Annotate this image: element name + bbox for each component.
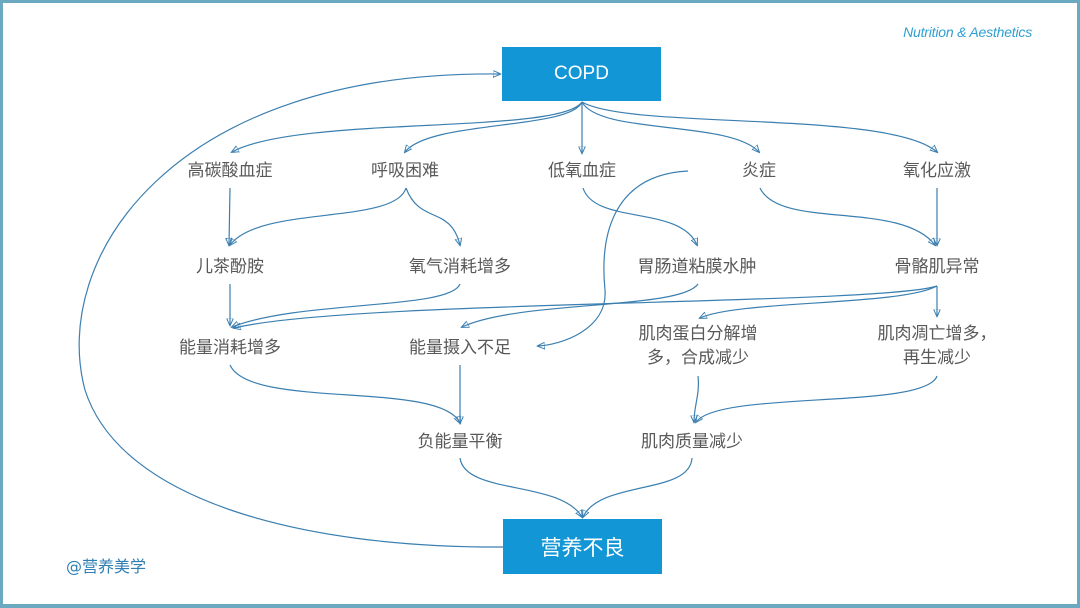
- node-energy-intake: 能量摄入不足: [409, 338, 511, 358]
- node-hypercapnia: 高碳酸血症: [187, 161, 273, 181]
- edge-hypercapnia-catecholamine: [229, 187, 230, 245]
- malnutrition-label: 营养不良: [540, 535, 625, 560]
- node-dyspnea: 呼吸困难: [371, 161, 439, 181]
- node-hypoxemia: 低氧血症: [548, 161, 616, 181]
- node-muscle-apoptosis-line2: 再生减少: [903, 348, 971, 368]
- node-oxidative-stress: 氧化应激: [903, 161, 971, 181]
- edge-apoptosis-mass: [696, 375, 938, 422]
- edge-dyspnea-oxygen: [405, 187, 460, 245]
- edge-inflammation-intake: [538, 170, 689, 346]
- node-negative-balance: 负能量平衡: [417, 432, 503, 452]
- edge-hypoxemia-gi: [582, 187, 697, 245]
- copd-label: COPD: [554, 63, 609, 84]
- node-muscle-mass-loss: 肌肉质量减少: [641, 432, 743, 452]
- author-handle: @营养美学: [66, 557, 147, 576]
- node-protein-breakdown-line1: 肌肉蛋白分解增: [638, 324, 758, 344]
- brand-label: Nutrition & Aesthetics: [903, 24, 1032, 40]
- edge-negative-malnutrition: [459, 457, 582, 517]
- edge-malnutrition-copd: [78, 74, 504, 548]
- node-oxygen-consumption: 氧气消耗增多: [409, 257, 511, 277]
- node-gi-edema: 胃肠道粘膜水肿: [637, 257, 757, 277]
- node-muscle-apoptosis-line1: 肌肉凋亡增多，: [877, 324, 997, 344]
- edge-mass-malnutrition: [583, 457, 693, 517]
- edge-copd-inflammation: [581, 101, 759, 152]
- edge-copd-dyspnea: [405, 101, 583, 152]
- edge-muscle-expenditure: [234, 285, 938, 328]
- malnutrition-box: 营养不良: [503, 519, 662, 574]
- node-protein-breakdown-line2: 多，合成减少: [647, 348, 749, 368]
- edge-copd-oxidative: [581, 101, 937, 152]
- edge-dyspnea-catecholamine: [230, 187, 407, 245]
- node-muscle-abnormality: 骨骼肌异常: [894, 257, 980, 277]
- edge-copd-hypercapnia: [232, 101, 583, 152]
- copd-box: COPD: [502, 47, 661, 101]
- node-catecholamine: 儿茶酚胺: [196, 257, 264, 277]
- node-protein-breakdown: 肌肉蛋白分解增 多，合成减少: [639, 322, 758, 370]
- edge-oxygen-expenditure: [232, 283, 461, 327]
- node-muscle-apoptosis: 肌肉凋亡增多， 再生减少: [878, 322, 997, 370]
- edge-muscle-protein: [700, 285, 938, 318]
- node-energy-expenditure: 能量消耗增多: [179, 338, 281, 358]
- edge-protein-mass: [694, 375, 700, 422]
- edge-expenditure-negative: [229, 364, 460, 423]
- node-inflammation: 炎症: [742, 161, 776, 181]
- edge-gi-intake: [462, 283, 699, 327]
- edge-inflammation-muscle: [759, 187, 935, 245]
